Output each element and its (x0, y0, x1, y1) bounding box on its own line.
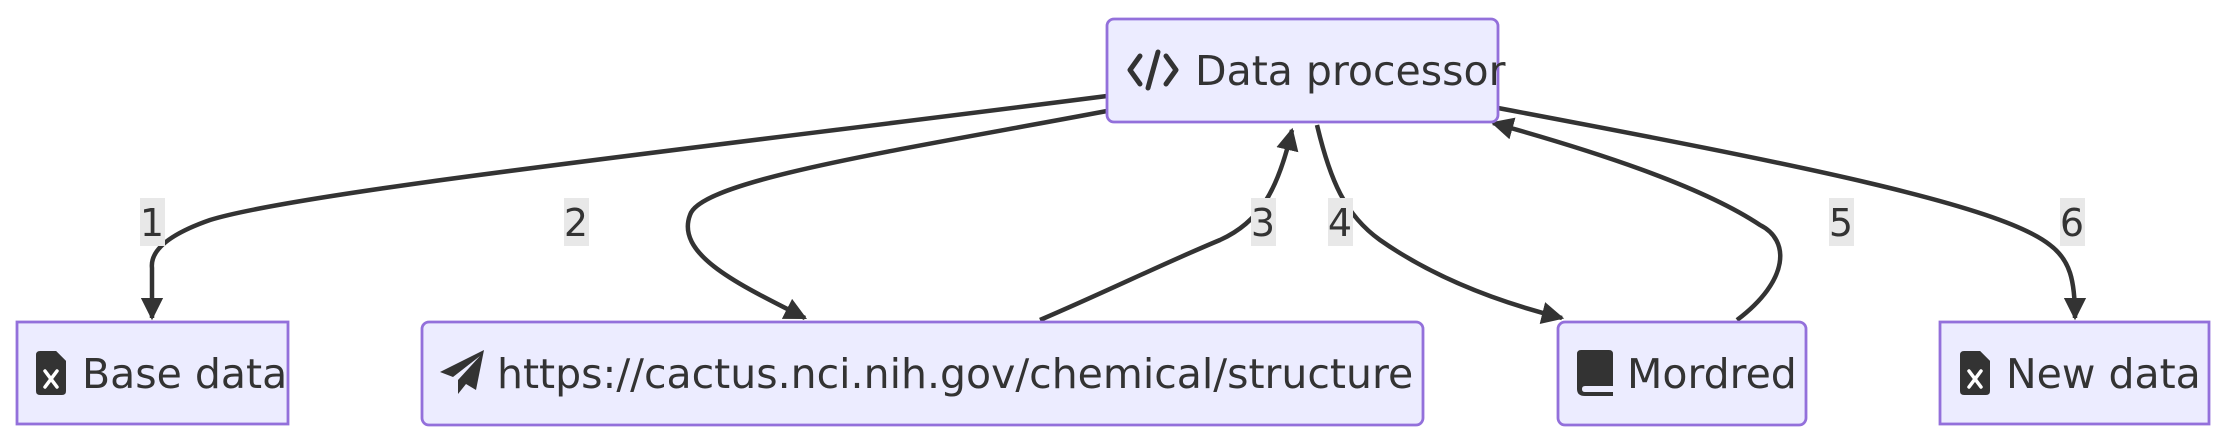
edge-label-4-text: 4 (1328, 201, 1352, 245)
edge-labels: 1 2 3 4 5 6 (140, 198, 2085, 246)
code-icon (1127, 49, 1179, 91)
edge-6 (1497, 105, 2087, 321)
node-base-data-label: Base data (82, 350, 287, 398)
edge-5 (1490, 117, 1783, 322)
node-data-processor[interactable]: Data processor (1105, 17, 1506, 124)
edge-3 (1039, 127, 1299, 323)
edge-label-1-text: 1 (140, 201, 164, 245)
edge-label-6-text: 6 (2060, 201, 2084, 245)
node-new-data-label: New data (2006, 350, 2201, 398)
book-icon (1577, 350, 1613, 396)
edge-label-4: 4 (1328, 198, 1353, 246)
edge-label-5: 5 (1829, 198, 1854, 246)
edge-label-3: 3 (1251, 198, 1276, 246)
file-excel-icon (1960, 351, 1990, 395)
edge-label-3-text: 3 (1251, 201, 1275, 245)
edge-2 (685, 108, 1108, 321)
edge-label-6: 6 (2060, 198, 2085, 246)
file-excel-icon (36, 351, 66, 395)
node-data-processor-label: Data processor (1195, 47, 1506, 95)
node-cactus-label: https://cactus.nci.nih.gov/chemical/stru… (497, 350, 1413, 398)
node-new-data[interactable]: New data (1938, 320, 2211, 426)
node-base-data[interactable]: Base data (15, 320, 290, 426)
node-mordred[interactable]: Mordred (1556, 320, 1808, 427)
edge-1 (140, 93, 1108, 321)
edge-label-1: 1 (140, 198, 165, 246)
paper-plane-icon (440, 350, 484, 394)
edge-4 (1314, 124, 1565, 324)
edges (140, 93, 2087, 324)
edge-label-2: 2 (564, 198, 589, 246)
edge-label-2-text: 2 (564, 201, 588, 245)
node-cactus[interactable]: https://cactus.nci.nih.gov/chemical/stru… (420, 320, 1425, 427)
edge-label-5-text: 5 (1829, 201, 1853, 245)
node-mordred-label: Mordred (1627, 350, 1797, 398)
